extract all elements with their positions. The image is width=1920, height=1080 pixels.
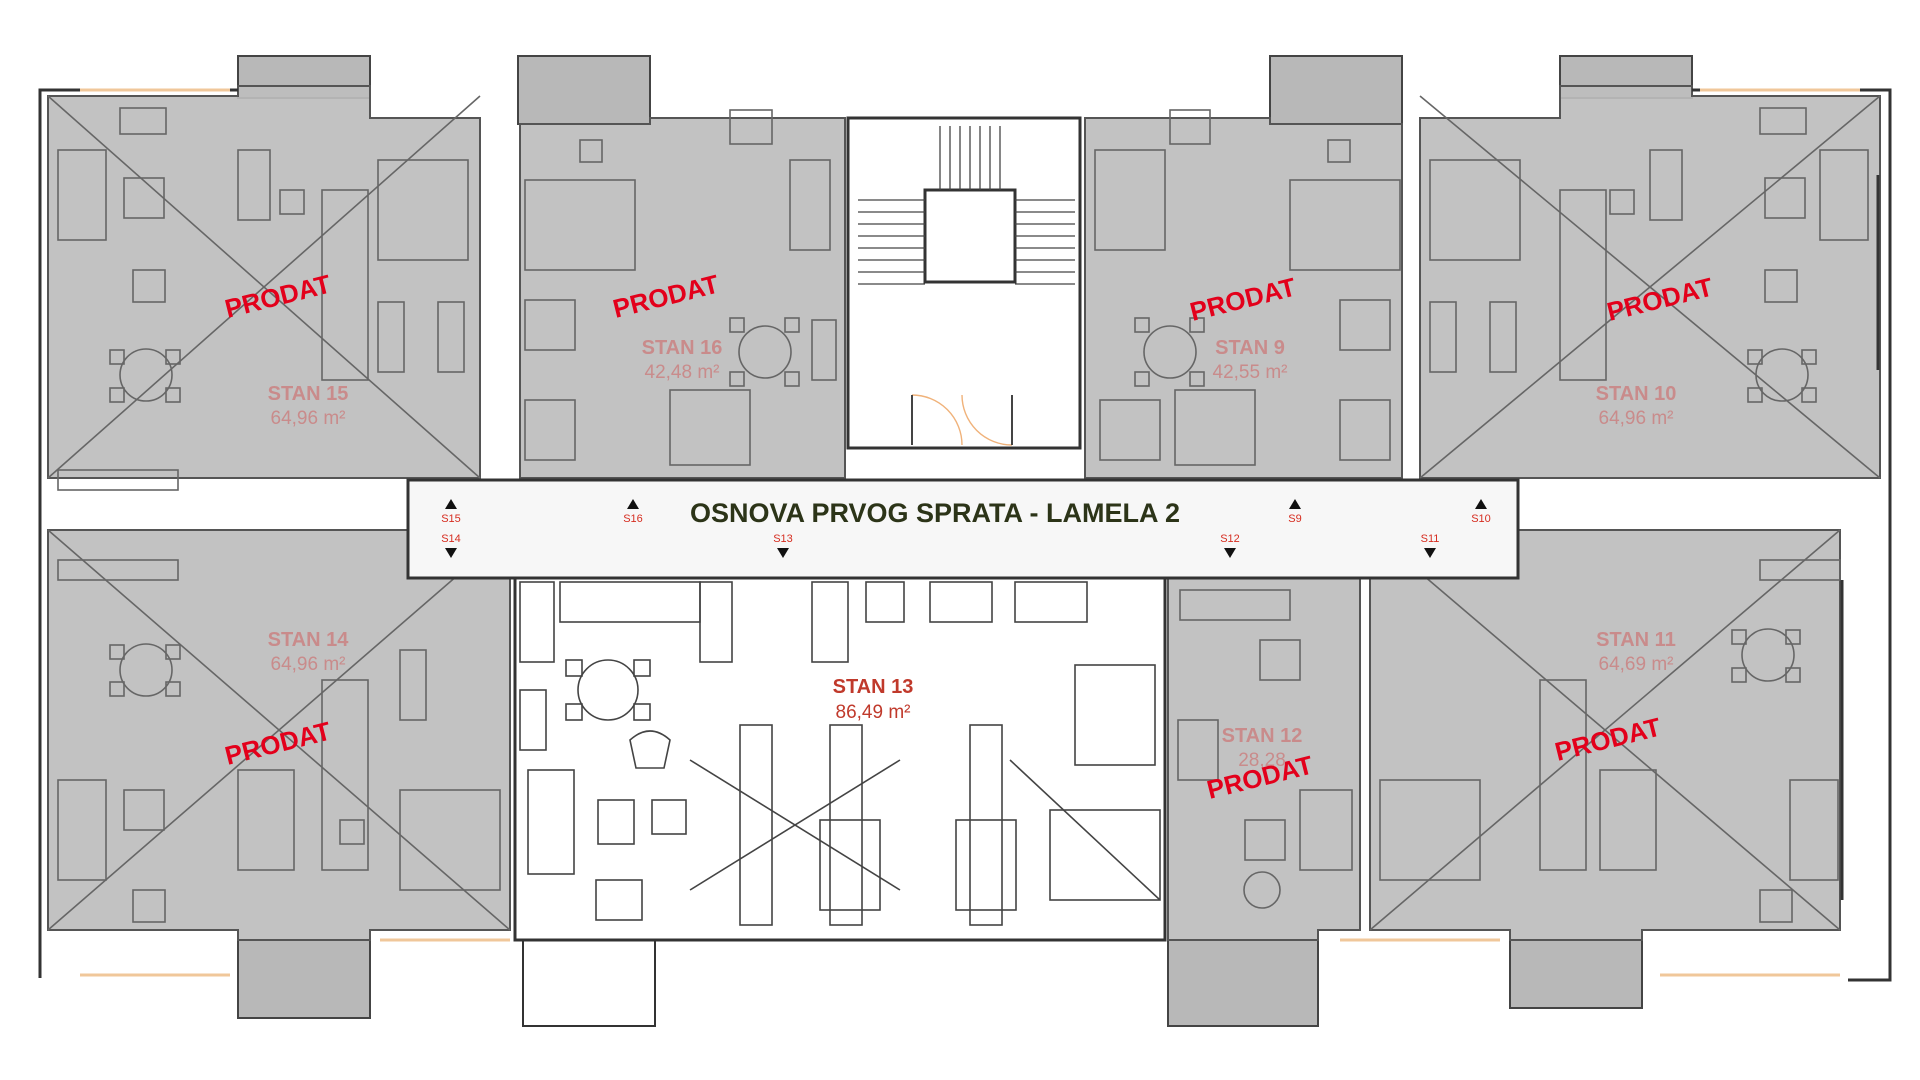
balcony-11 — [1509, 939, 1643, 1009]
svg-text:S16: S16 — [623, 513, 643, 525]
svg-text:S9: S9 — [1288, 513, 1301, 525]
svg-text:STAN 10: STAN 10 — [1596, 383, 1677, 405]
balcony-12 — [1167, 939, 1319, 1027]
marker-s15: S15 — [441, 499, 461, 525]
svg-text:STAN 14: STAN 14 — [268, 629, 350, 651]
unit-10-area — [1419, 85, 1881, 479]
svg-text:S14: S14 — [441, 533, 461, 545]
plan-title: OSNOVA PRVOG SPRATA - LAMELA 2 — [690, 498, 1180, 528]
marker-s9: S9 — [1288, 499, 1302, 525]
svg-text:28,28: 28,28 — [1238, 750, 1286, 771]
unit-14-area — [47, 529, 511, 941]
svg-text:S11: S11 — [1421, 533, 1440, 545]
balcony-13 — [522, 939, 656, 1027]
svg-text:64,96 m²: 64,96 m² — [271, 408, 346, 429]
marker-s16: S16 — [623, 499, 643, 525]
svg-text:STAN 12: STAN 12 — [1222, 725, 1303, 747]
unit-13-area — [513, 576, 1167, 942]
marker-s11: S11 — [1421, 533, 1440, 558]
corridor — [406, 478, 1520, 580]
unit-15-area — [47, 85, 481, 491]
svg-text:S10: S10 — [1471, 513, 1491, 525]
marker-s14: S14 — [441, 533, 461, 558]
balcony-14 — [237, 939, 371, 1019]
svg-text:STAN 15: STAN 15 — [268, 383, 349, 405]
elevator-shaft — [923, 188, 1017, 284]
svg-text:64,96 m²: 64,96 m² — [271, 654, 346, 675]
marker-s10: S10 — [1471, 499, 1491, 525]
svg-text:42,55 m²: 42,55 m² — [1213, 362, 1288, 383]
svg-text:S13: S13 — [773, 533, 793, 545]
svg-text:S12: S12 — [1220, 533, 1240, 545]
svg-text:64,96 m²: 64,96 m² — [1599, 408, 1674, 429]
svg-text:S15: S15 — [441, 513, 461, 525]
unit-11-area — [1369, 529, 1841, 941]
unit-9-area — [1084, 109, 1403, 479]
unit-16-area — [519, 109, 846, 479]
stairs — [858, 126, 1075, 285]
svg-text:STAN 13: STAN 13 — [833, 676, 914, 698]
svg-text:STAN 16: STAN 16 — [642, 337, 723, 359]
svg-text:64,69 m²: 64,69 m² — [1599, 654, 1674, 675]
section-markers: S15 S16 S9 S10 S14 S13 S12 S11 — [441, 499, 1491, 558]
outer-walls — [38, 88, 1892, 982]
svg-text:STAN 11: STAN 11 — [1596, 629, 1676, 651]
marker-s13: S13 — [773, 533, 793, 558]
balcony-9 — [1269, 55, 1403, 125]
svg-text:STAN 9: STAN 9 — [1215, 337, 1285, 359]
unit-13-label[interactable]: STAN 13 86,49 m² — [833, 676, 914, 723]
svg-text:86,49 m²: 86,49 m² — [836, 702, 911, 723]
svg-text:42,48 m²: 42,48 m² — [645, 362, 720, 383]
marker-s12: S12 — [1220, 533, 1240, 558]
balcony-16 — [517, 55, 651, 125]
stair-core — [846, 116, 1082, 450]
